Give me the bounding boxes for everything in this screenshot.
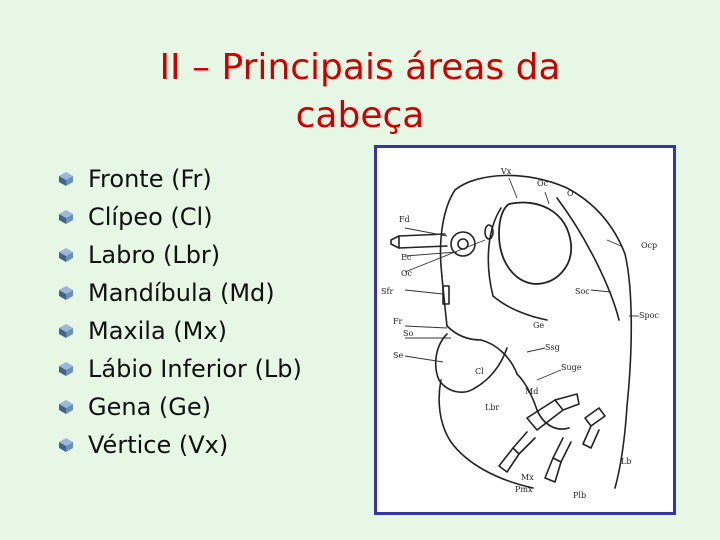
- head-outline-drawing: Vx Oc O Ocp Fd Ec Oc Sfr Soc Spoc Fr So …: [381, 167, 659, 500]
- slide-title: II – Principais áreas da cabeça: [60, 44, 660, 140]
- topic-list: Fronte (Fr) Clípeo (Cl) Labro (Lbr) Mand…: [58, 160, 302, 464]
- list-item: Fronte (Fr): [58, 160, 302, 198]
- list-item: Labro (Lbr): [58, 236, 302, 274]
- label-ocp: Ocp: [641, 241, 657, 250]
- label-mx: Mx: [521, 473, 534, 482]
- slide-title-line-2: cabeça: [295, 95, 425, 136]
- label-ssg: Ssg: [545, 343, 560, 352]
- bullet-icon: [59, 248, 73, 262]
- label-plb: Plb: [573, 491, 586, 500]
- label-sfr: Sfr: [381, 287, 393, 296]
- list-item: Gena (Ge): [58, 388, 302, 426]
- list-item-text: Clípeo (Cl): [88, 203, 213, 231]
- list-item-text: Vértice (Vx): [88, 431, 229, 459]
- list-item: Maxila (Mx): [58, 312, 302, 350]
- list-item: Lábio Inferior (Lb): [58, 350, 302, 388]
- bullet-icon: [59, 438, 73, 452]
- bullet-icon: [59, 362, 73, 376]
- list-item: Vértice (Vx): [58, 426, 302, 464]
- list-item-text: Labro (Lbr): [88, 241, 221, 269]
- label-lb: Lb: [621, 457, 631, 466]
- insect-head-diagram: Vx Oc O Ocp Fd Ec Oc Sfr Soc Spoc Fr So …: [374, 145, 676, 515]
- label-ge: Ge: [533, 321, 544, 330]
- label-ec: Ec: [401, 253, 412, 262]
- label-vx: Vx: [500, 167, 512, 176]
- label-spoc: Spoc: [639, 311, 659, 320]
- label-pmx: Pmx: [515, 485, 533, 494]
- label-suge: Suge: [561, 363, 582, 372]
- bullet-icon: [59, 210, 73, 224]
- bullet-icon: [59, 400, 73, 414]
- label-md: Md: [525, 387, 538, 396]
- bullet-icon: [59, 324, 73, 338]
- label-oc-top: Oc: [537, 179, 549, 188]
- list-item-text: Gena (Ge): [88, 393, 211, 421]
- label-lbr: Lbr: [485, 403, 499, 412]
- bullet-icon: [59, 286, 73, 300]
- slide-title-line-1: II – Principais áreas da: [159, 47, 561, 88]
- list-item-text: Fronte (Fr): [88, 165, 212, 193]
- label-o: O: [567, 189, 574, 198]
- label-so: So: [403, 329, 413, 338]
- list-item: Clípeo (Cl): [58, 198, 302, 236]
- list-item-text: Maxila (Mx): [88, 317, 227, 345]
- label-se: Se: [393, 351, 403, 360]
- label-soc: Soc: [575, 287, 590, 296]
- label-cl: Cl: [475, 367, 484, 376]
- label-fd: Fd: [399, 215, 410, 224]
- list-item-text: Mandíbula (Md): [88, 279, 275, 307]
- label-oc-left: Oc: [401, 269, 413, 278]
- list-item: Mandíbula (Md): [58, 274, 302, 312]
- label-fr: Fr: [393, 317, 403, 326]
- list-item-text: Lábio Inferior (Lb): [88, 355, 302, 383]
- bullet-icon: [59, 172, 73, 186]
